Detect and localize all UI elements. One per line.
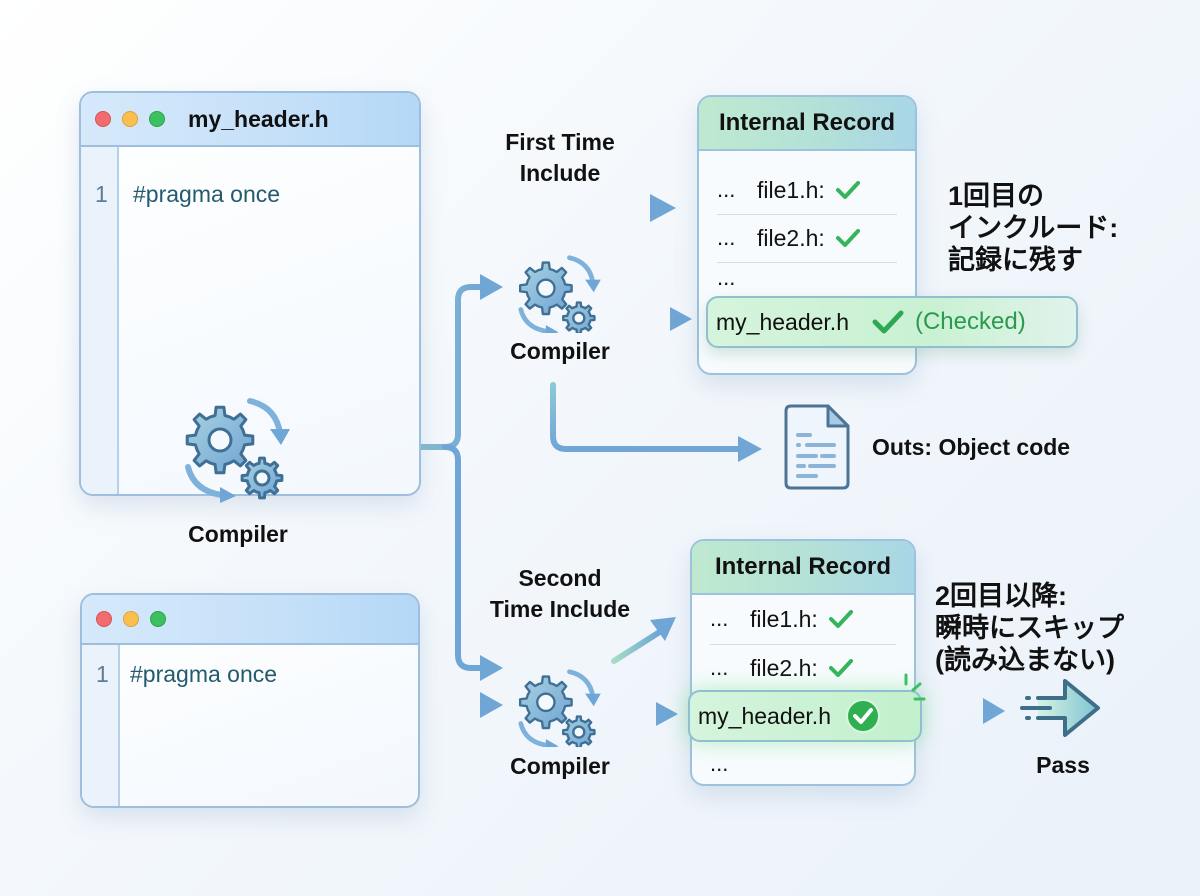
document-icon [784,404,850,490]
record-row: ... [717,265,736,290]
output-node [782,403,852,491]
output-label: Outs: Object code [872,434,1071,460]
record-row: ... file2.h: [710,645,896,691]
sparkle-icon [904,673,926,701]
compiler-node-first [505,253,615,338]
note-line: 瞬時にスキップ [935,613,1124,643]
gear-large [518,261,573,316]
editor-titlebar: my_header.h [81,93,419,147]
gear-large [518,675,573,730]
minimize-window-button[interactable] [122,111,138,127]
pass-node [1020,673,1105,743]
gears-icon [518,669,601,752]
code-line[interactable]: #pragma once [133,181,281,207]
fast-forward-arrow-icon [1020,679,1100,737]
note-line: 2回目以降: [935,581,1068,611]
first-include-label-line1: First Time [505,129,615,155]
checked-status: (Checked) [914,308,1026,335]
close-window-button[interactable] [95,111,111,127]
record-highlight-row-second[interactable]: my_header.h [688,690,922,742]
line-number: 1 [96,661,109,687]
compiler-to-highlight-arrow [620,702,678,726]
compiler-node-main [168,395,308,515]
second-include-label: Second Time Include [470,563,650,625]
first-include-arrow [437,194,676,222]
check-icon [828,610,853,628]
editor-window-bottom[interactable]: 1 #pragma once [80,593,420,808]
note-second-include: 2回目以降: 瞬時にスキップ (読み込まない) [935,580,1124,676]
check-icon [872,310,904,334]
check-icon [828,659,853,677]
compiler-to-record-diagonal-arrow [611,617,676,664]
pass-label: Pass [1036,752,1090,778]
compiler-label-main: Compiler [188,521,288,547]
second-include-label-line1: Second [518,565,602,591]
row-divider [710,644,896,645]
compiler-node-second [505,667,615,752]
rotate-arrows [185,398,290,503]
editor-filename: my_header.h [188,105,329,132]
record-highlight-row-first[interactable]: my_header.h (Checked) [706,296,1078,348]
gears-icon [185,398,290,503]
skip-to-pass-arrow [939,698,1005,724]
maximize-window-button[interactable] [150,611,166,627]
branch-connector [337,274,503,681]
editor-window-top[interactable]: my_header.h 1 #pragma once [79,91,421,496]
record-title: Internal Record [699,97,915,151]
line-gutter [81,147,119,494]
editor-titlebar [82,595,418,645]
row-divider [717,262,897,263]
line-number: 1 [95,181,108,207]
note-line: インクルード: [948,213,1119,243]
compiler-label-second: Compiler [510,753,610,779]
highlight-filename: my_header.h [716,308,849,335]
compiler-to-output-arrow [550,382,762,462]
note-line: 1回目の [948,181,1045,211]
compiler-label-first: Compiler [510,338,610,364]
internal-record-second: Internal Record ... file1.h: ... file2.h… [690,539,916,786]
gear-small [562,715,596,749]
note-first-include: 1回目の インクルード: 記録に残す [948,180,1118,276]
record-row: ... file2.h: [717,215,897,261]
close-window-button[interactable] [96,611,112,627]
check-icon [835,181,860,199]
compiler-to-record-arrow [620,307,692,331]
gear-small [240,456,284,500]
editor-to-compiler-arrow [437,692,503,718]
maximize-window-button[interactable] [149,111,165,127]
row-divider [717,214,897,215]
record-row: ... file1.h: [717,167,897,213]
check-circle-icon [845,699,880,733]
check-icon [835,229,860,247]
first-include-label: First Time Include [470,127,650,189]
rotate-arrows [518,669,601,752]
minimize-window-button[interactable] [123,611,139,627]
record-row-trailing: ... [710,751,729,776]
note-line: (読み込まない) [935,645,1115,675]
record-row: ... file1.h: [710,596,896,642]
first-include-label-line2: Include [519,160,601,186]
highlight-filename: my_header.h [698,702,831,729]
gear-small [562,301,596,335]
record-title: Internal Record [692,541,914,595]
gear-large [185,405,255,475]
code-line[interactable]: #pragma once [130,661,278,687]
second-include-label-line2: Time Include [489,596,631,622]
gears-icon [518,255,601,338]
note-line: 記録に残す [948,245,1083,275]
line-gutter [82,645,120,806]
